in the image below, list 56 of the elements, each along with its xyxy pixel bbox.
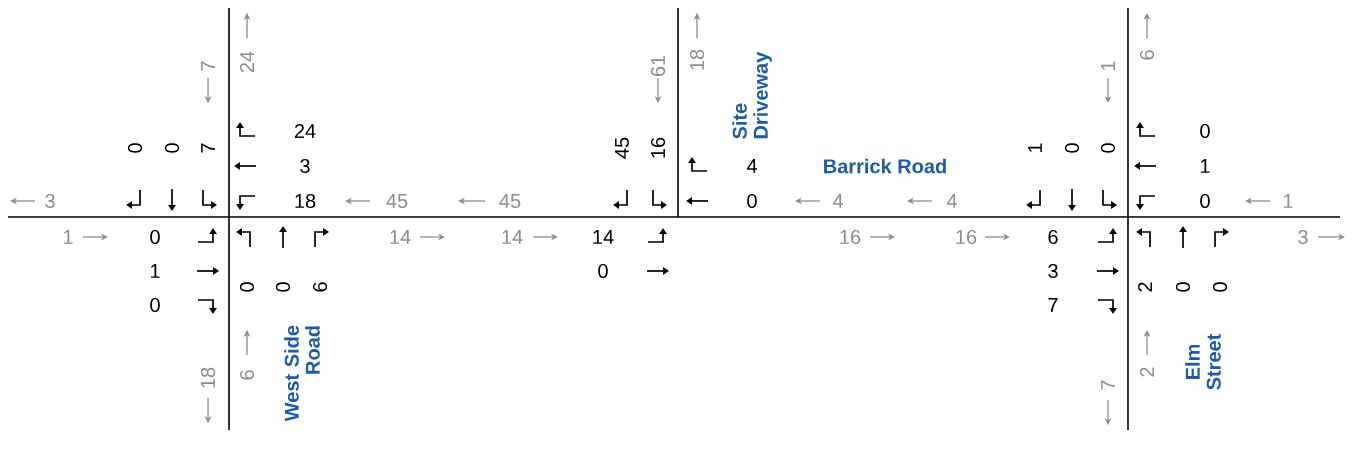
approach-volume: 1 [1283,194,1293,208]
approach-volume: 6 [239,370,255,380]
turning-volume: 4 [746,159,757,173]
turning-volume: 0 [1200,123,1210,139]
approach-volume: 1 [64,230,73,244]
approach-volume: 16 [840,229,861,245]
approach-volume: 45 [386,194,408,208]
approach-volume: 61 [650,55,666,77]
turning-volume: 1 [1200,159,1210,173]
approach-volume: 18 [200,367,216,388]
turning-volume: 0 [275,282,291,292]
approach-volume: 3 [1298,229,1308,245]
approach-volume: 16 [956,229,977,245]
approach-volume: 3 [45,193,55,209]
street-name: Barrick Road [824,158,946,174]
approach-volume: 1 [1101,61,1115,71]
turning-volume: 0 [150,297,160,313]
turning-volume: 16 [650,137,666,158]
turning-volume: 0 [1175,282,1191,292]
turning-volume: 7 [201,143,215,153]
street-name: Site Driveway [732,51,772,139]
turning-volume: 24 [294,124,316,138]
turning-volume: 14 [593,230,614,244]
approach-volume: 14 [502,230,523,244]
turning-volume: 0 [747,193,757,209]
turning-volume: 18 [295,193,316,209]
street-name: Elm Street [1185,333,1221,390]
turning-volume: 0 [1100,143,1116,153]
approach-volume: 4 [832,194,843,208]
turning-volume: 0 [1200,193,1210,209]
turning-volume: 6 [1048,229,1058,245]
approach-volume: 7 [1101,380,1115,390]
approach-volume: 4 [946,194,957,208]
street-name: West Side Road [284,325,320,422]
turning-volume: 3 [1048,263,1058,279]
turning-volume: 0 [1212,282,1228,292]
approach-volume: 45 [499,194,521,208]
turning-volume: 6 [312,282,328,292]
turning-volume: 1 [151,264,160,278]
approach-volume: 7 [201,61,215,71]
approach-volume: 14 [390,230,411,244]
turning-volume: 0 [1064,143,1080,153]
turning-volume: 0 [127,143,143,153]
approach-volume: 24 [240,51,254,73]
turning-volume: 0 [598,263,608,279]
approach-volume: 18 [689,49,705,70]
turning-volume: 3 [300,158,310,174]
turning-volume: 0 [150,229,160,245]
turning-volume: 45 [615,137,629,159]
turning-volume: 7 [1048,298,1058,312]
approach-volume: 6 [1139,50,1155,60]
turning-volume: 2 [1138,282,1152,292]
turning-volume: 1 [1028,143,1042,153]
turning-volume: 0 [164,143,180,153]
approach-volume: 2 [1140,367,1154,377]
turning-volume: 0 [239,282,255,292]
